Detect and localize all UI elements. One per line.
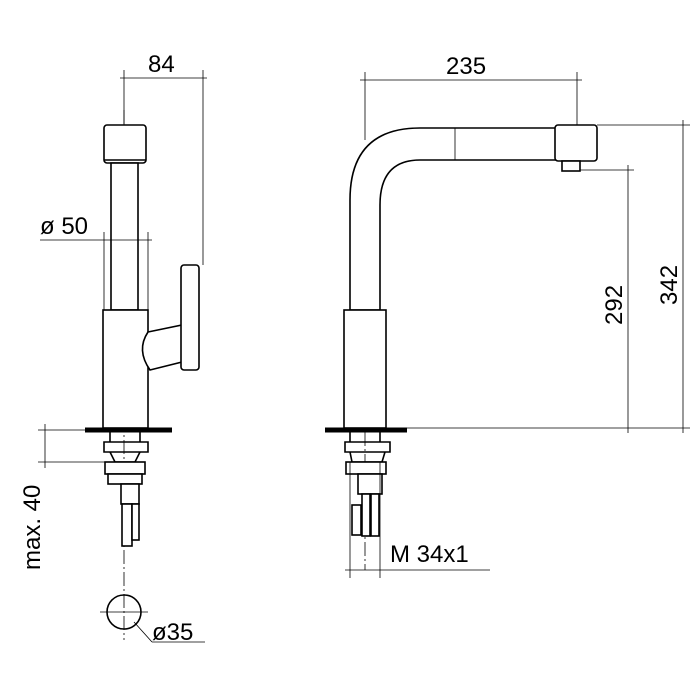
body (102, 309, 149, 429)
body (343, 309, 387, 429)
width-dimension-label: 84 (148, 51, 175, 78)
diameter-dimension-label: ø 50 (40, 213, 88, 240)
spout-height-label: 292 (601, 285, 628, 325)
pull-out-spout (349, 127, 557, 311)
side-view: 235 292 342 M 34x1 (325, 53, 690, 578)
depth-dimension-label: max. 40 (19, 485, 46, 570)
spout-stem (110, 162, 139, 311)
reach-dimension-label: 235 (446, 53, 486, 80)
handle-connector (141, 324, 183, 371)
spray-head (554, 124, 598, 162)
hole-diameter-label: ø35 (152, 619, 193, 646)
lever-handle (180, 264, 200, 371)
spout-cap (103, 124, 147, 164)
thread-dimension-label: M 34x1 (390, 541, 469, 568)
total-height-label: 342 (656, 265, 683, 305)
front-view: 84 ø 50 max. 40 ø35 (19, 51, 207, 646)
